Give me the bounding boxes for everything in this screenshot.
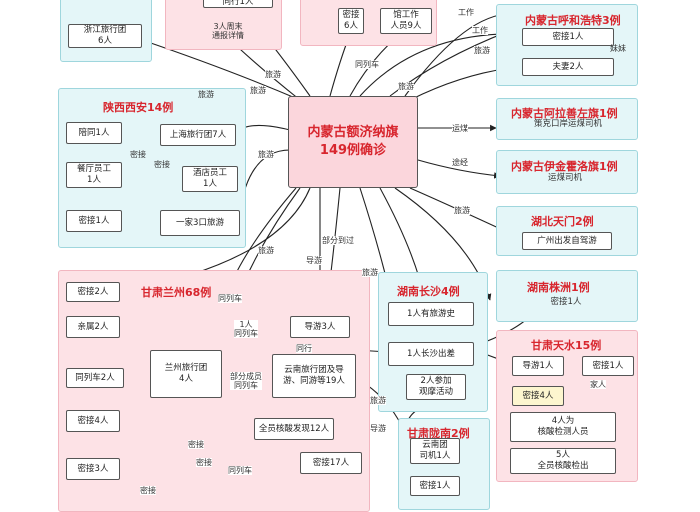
node-cs-travel-1[interactable]: 1人有旅游史 [388,302,474,326]
edge-label: 密接 [196,458,212,468]
edge-label: 旅游 [474,46,490,56]
edge-label: 导游 [306,256,322,266]
edge-label: 工作 [458,8,474,18]
node-close-contact-6[interactable]: 密接 6人 [338,8,364,34]
edge-label: 家人 [590,380,606,390]
edge-label: 运煤 [452,124,468,134]
transmission-diagram: 内蒙古呼和浩特3例 内蒙古阿拉善左旗1例 内蒙古伊金霍洛旗1例 陕西西安14例 … [58,0,638,512]
node-ts-testers-4[interactable]: 4人为 核酸检测人员 [510,412,616,442]
region-title: 湖南长沙4例 [397,285,460,298]
node-lz-contact-3[interactable]: 密接3人 [66,458,120,480]
node-restaurant-staff[interactable]: 餐厅员工 1人 [66,162,122,188]
node-ln-driver-1[interactable]: 云南团 司机1人 [410,438,460,464]
connector-arrow [404,11,506,97]
edge-label: 导游 [370,424,386,434]
note-weekend-report: 3人周末 通报详情 [212,22,244,41]
hub-ejina-banner[interactable]: 内蒙古额济纳旗 149例确诊 [288,96,418,188]
region-zhuzhou: 湖南株洲1例 [496,270,638,322]
node-hotel-staff[interactable]: 酒店员工 1人 [182,166,238,192]
edge-label: 密接 [130,150,146,159]
region-top-mid [165,0,282,50]
node-ts-contact-4[interactable]: 密接4人 [512,386,564,406]
node-ln-contact-1[interactable]: 密接1人 [410,476,460,496]
edge-label: 同列车 [228,466,252,476]
node-family-of-3[interactable]: 一家3口旅游 [160,210,240,236]
edge-label: 密接 [188,440,204,450]
connector-arrow [141,38,301,101]
node-ts-guide-1[interactable]: 导游1人 [512,356,564,376]
node-coal-driver[interactable]: 运煤司机 [547,173,582,183]
node-shanghai-tour-group[interactable]: 上海旅行团7人 [160,124,236,146]
node-ts-contact-1[interactable]: 密接1人 [582,356,634,376]
node-lz-contact-17[interactable]: 密接17人 [300,452,362,474]
node-hh-contact-1[interactable]: 密接1人 [522,28,614,46]
node-ceke-coal-driver[interactable]: 策克口岸运煤司机 [533,119,602,129]
node-yunnan-tour-group[interactable]: 云南旅行团及导 游、同游等19人 [272,354,356,398]
node-lz-mass-test-12[interactable]: 全员核酸发现12人 [254,418,334,440]
edge-label: 旅游 [370,396,386,406]
region-longnan: 甘肃陇南2例 [398,418,490,510]
edge-label: 密接 [154,160,170,169]
edge-label: 部分成员 同列车 [230,372,262,391]
region-title: 内蒙古呼和浩特3例 [525,14,621,27]
connector-arrow [417,159,501,179]
region-alashan: 内蒙古阿拉善左旗1例 [496,98,638,140]
region-title: 甘肃陇南2例 [407,427,470,440]
node-xa-contact-1[interactable]: 密接1人 [66,210,122,232]
region-title: 湖北天门2例 [531,215,594,228]
node-zhejiang-tour-group[interactable]: 浙江旅行团 6人 [68,24,142,48]
edge-label: 旅游 [250,86,266,96]
edge-label: 同列车 [218,294,242,304]
edge-label: 旅游 [398,82,414,92]
edge-label: 途经 [452,158,468,168]
node-lanzhou-tour-group[interactable]: 兰州旅行团 4人 [150,350,222,398]
node-companion-1[interactable]: 同行1人 [203,0,273,8]
edge-label: 旅游 [198,90,214,99]
region-title: 内蒙古伊金霍洛旗1例 [511,160,618,173]
region-title: 湖南株洲1例 [527,281,590,294]
node-cs-business-trip[interactable]: 1人长沙出差 [388,342,474,366]
node-lz-contact-2[interactable]: 密接2人 [66,282,120,302]
edge-label: 旅游 [265,70,281,80]
edge-label: 1人 同列车 [234,320,258,339]
node-lz-relatives-2[interactable]: 亲属2人 [66,316,120,338]
node-lz-guide-3[interactable]: 导游3人 [290,316,350,338]
node-xa-escort[interactable]: 陪同1人 [66,122,122,144]
edge-label: 旅游 [258,150,274,160]
region-title: 甘肃天水15例 [531,339,602,352]
edge-label: 同列车 [355,60,379,70]
node-zz-contact-1[interactable]: 密接1人 [550,297,582,307]
region-title: 甘肃兰州68例 [141,286,212,299]
edge-label: 同行 [296,344,312,354]
edge-label: 旅游 [258,246,274,256]
node-staff-9[interactable]: 馆工作 人员9人 [380,8,432,34]
edge-label: 妹妹 [610,44,626,53]
node-lz-contact-4[interactable]: 密接4人 [66,410,120,432]
region-title: 陕西西安14例 [103,101,174,114]
node-lz-train-2[interactable]: 同列车2人 [66,368,124,388]
region-title: 内蒙古阿拉善左旗1例 [511,107,618,120]
edge-label: 旅游 [362,268,378,278]
edge-label: 密接 [140,486,156,496]
edge-label: 工作 [472,26,488,36]
edge-label: 旅游 [454,206,470,216]
node-guangzhou-roadtrip[interactable]: 广州出发自驾游 [522,232,612,250]
node-hh-couple-2[interactable]: 夫妻2人 [522,58,614,76]
region-huolinguole: 内蒙古伊金霍洛旗1例 [496,150,638,194]
node-ts-mass-test-5[interactable]: 5人 全员核酸检出 [510,448,616,474]
node-cs-observation[interactable]: 2人参加 观摩活动 [406,374,466,400]
edge-label: 部分到过 [322,236,354,246]
